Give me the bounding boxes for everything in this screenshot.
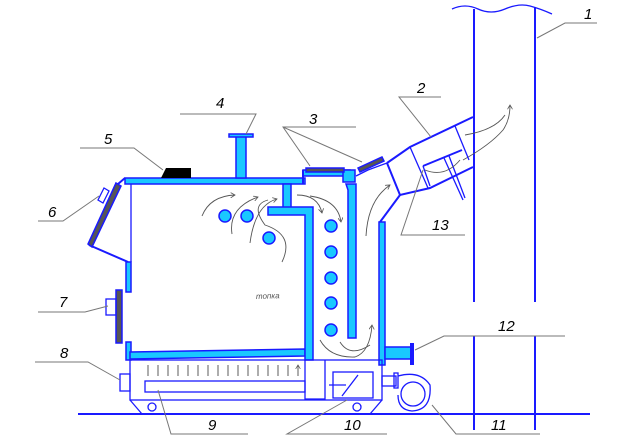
callout-5: 5 <box>104 131 113 148</box>
leader-lines <box>35 22 597 435</box>
firebox-label: топка <box>256 291 281 301</box>
gas-flow-arrows <box>201 105 510 358</box>
callout-13: 13 <box>432 217 449 234</box>
lower-door <box>115 289 123 344</box>
cleaning-cover <box>305 167 345 173</box>
upper-door <box>87 181 122 249</box>
callout-12: 12 <box>498 318 515 335</box>
upper-door-handle <box>97 187 110 204</box>
lower-door-handle <box>105 298 117 316</box>
callout-1: 1 <box>584 6 592 23</box>
callout-6: 6 <box>48 204 57 221</box>
flue-duct <box>386 116 474 201</box>
callout-4: 4 <box>216 95 224 112</box>
water-tubes <box>218 209 338 337</box>
outlet-nozzle <box>228 133 254 179</box>
return-pipe <box>384 343 414 365</box>
thermostat-block <box>161 168 191 178</box>
callout-3: 3 <box>309 111 318 128</box>
callout-2: 2 <box>416 80 426 97</box>
chimney <box>451 4 553 430</box>
flue-cover <box>356 156 386 173</box>
boiler-body <box>88 162 401 415</box>
callout-9: 9 <box>208 417 217 434</box>
callout-11: 11 <box>491 417 507 434</box>
blower-fan <box>381 372 431 412</box>
callout-7: 7 <box>59 294 68 311</box>
callout-10: 10 <box>344 417 361 434</box>
ash-door-handle <box>119 373 131 392</box>
callout-8: 8 <box>60 345 69 362</box>
